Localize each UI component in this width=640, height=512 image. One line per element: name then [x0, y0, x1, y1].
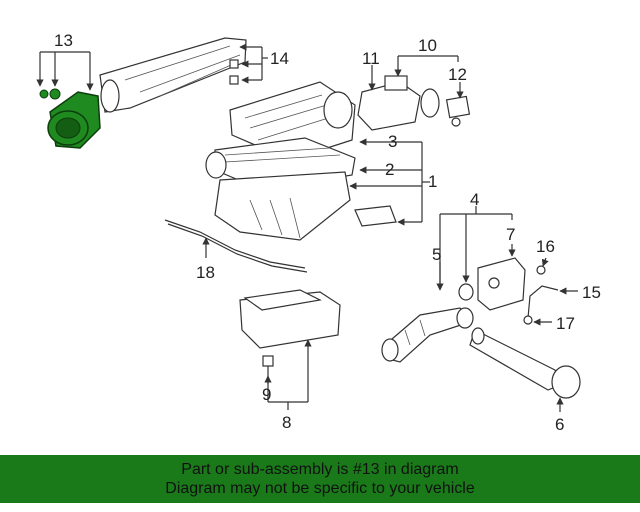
callout-16: 16: [536, 237, 555, 256]
callouts-8-9-leaders: [264, 339, 312, 410]
banner-line-2: Diagram may not be specific to your vehi…: [165, 480, 475, 497]
part-9-clip[interactable]: [262, 355, 274, 374]
part-15-vacuum-hose[interactable]: [523, 265, 559, 325]
part-3-air-cleaner-lid[interactable]: [229, 81, 356, 161]
part-14-intake-duct[interactable]: [99, 37, 247, 113]
callout-15: 15: [582, 283, 601, 302]
part-5-intake-hose[interactable]: [381, 307, 474, 363]
callouts-10-11-12-leaders: [368, 55, 464, 99]
callout-7: 7: [506, 225, 515, 244]
callout-13: 13: [54, 31, 73, 50]
part-18-bracket[interactable]: [164, 219, 308, 273]
info-banner: Part or sub-assembly is #13 in diagram D…: [0, 455, 640, 503]
callouts-4-5-7-leaders: [436, 206, 516, 291]
callout-14: 14: [270, 49, 289, 68]
callout-9: 9: [262, 385, 271, 404]
callout-5: 5: [432, 245, 441, 264]
banner-line-1: Part or sub-assembly is #13 in diagram: [181, 461, 459, 478]
callout-13-leader: [36, 51, 94, 91]
part-6-air-duct[interactable]: [469, 327, 581, 399]
callout-2: 2: [385, 160, 394, 179]
callouts-15-16-17-leaders: [533, 257, 578, 326]
callout-18: 18: [196, 263, 215, 282]
callout-8: 8: [282, 413, 291, 432]
part-1-air-cleaner-case[interactable]: [205, 151, 397, 241]
part-11-airflow-meter[interactable]: [357, 75, 440, 131]
part-7-housing[interactable]: [477, 257, 526, 311]
callout-10: 10: [418, 36, 437, 55]
callout-1: 1: [428, 172, 437, 191]
callout-6: 6: [555, 415, 564, 434]
part-4-clamp[interactable]: [458, 283, 474, 301]
callouts-1-2-3-leaders: [349, 138, 430, 226]
part-12-sensor[interactable]: [445, 95, 471, 127]
part-13-highlighted[interactable]: [39, 88, 101, 149]
callout-4: 4: [470, 190, 479, 209]
part-8-resonator[interactable]: [239, 289, 341, 349]
callout-11: 11: [362, 49, 380, 68]
callout-14-leader: [229, 43, 268, 85]
callout-17: 17: [556, 314, 575, 333]
parts-diagram: 1 2 3 4 5 6 7 8 9 10 11 12 13 14 15 16 1…: [36, 31, 601, 434]
callout-3: 3: [388, 132, 397, 151]
callout-12: 12: [448, 65, 467, 84]
